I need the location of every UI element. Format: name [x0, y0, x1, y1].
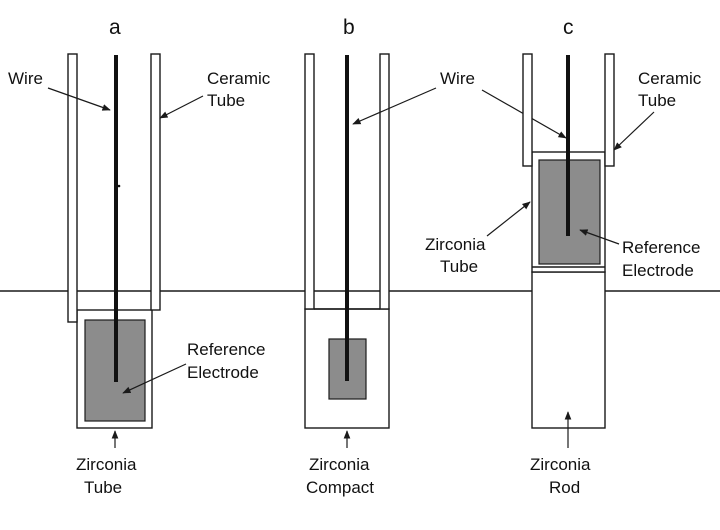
panel-b-wire-label: Wire [440, 69, 475, 88]
panel-c-ceramic-label-1: Ceramic [638, 69, 702, 88]
panel-c-ceramic-label-2: Tube [638, 91, 676, 110]
panel-c-zirconia-tube-arrow [486, 201, 531, 237]
panel-a-bottom-label-2: Tube [84, 478, 122, 497]
panel-a-letter: a [109, 16, 121, 39]
panel-c-ceramic-arrow [613, 111, 655, 151]
panel-b-ceramic-tube-left-wall [304, 53, 315, 310]
panel-a-ceramic-tube-right-wall [150, 53, 161, 311]
panel-c-electrode-label-1: Reference [622, 238, 700, 257]
panel-c-zirconia-tube-label-2: Tube [440, 257, 478, 276]
panel-a-ceramic-label-2: Tube [207, 91, 245, 110]
panel-b: b Wire Zirconia Compact [304, 16, 567, 497]
panel-a-electrode-arrow [122, 363, 187, 394]
panel-a-electrode-label-1: Reference [187, 340, 265, 359]
panel-c-ceramic-tube-right-wall [604, 53, 615, 167]
panel-b-bottom-label-1: Zirconia [309, 455, 370, 474]
panel-c: c Ceramic Tube Zirconia Tube Reference E… [425, 16, 702, 497]
panel-c-electrode-arrow [579, 229, 620, 245]
panel-c-zirconia-rod [531, 271, 606, 429]
panel-c-bottom-label-2: Rod [549, 478, 580, 497]
panel-b-wire-arrow [352, 87, 437, 125]
panel-b-bottom-label-2: Compact [306, 478, 374, 497]
panel-a: a Wire Ceramic Tube Reference Electrode … [8, 16, 271, 497]
panel-a-electrode-label-2: Electrode [187, 363, 259, 382]
panel-a-speck [117, 184, 121, 188]
panel-b-letter: b [343, 16, 355, 39]
panel-c-electrode-label-2: Electrode [622, 261, 694, 280]
panel-a-wire-arrow [47, 87, 111, 111]
panel-b-ceramic-tube-right-wall [379, 53, 390, 310]
panel-a-bottom-label-1: Zirconia [76, 455, 137, 474]
panel-c-letter: c [563, 16, 574, 39]
panel-c-bottom-label-1: Zirconia [530, 455, 591, 474]
panel-c-ceramic-tube-left-wall [522, 53, 533, 167]
panel-c-zirconia-tube-label-1: Zirconia [425, 235, 486, 254]
panel-a-wire-label: Wire [8, 69, 43, 88]
panel-a-ceramic-label-1: Ceramic [207, 69, 271, 88]
panel-a-ceramic-arrow [159, 95, 204, 119]
panel-a-ceramic-tube-left-wall [67, 53, 78, 323]
